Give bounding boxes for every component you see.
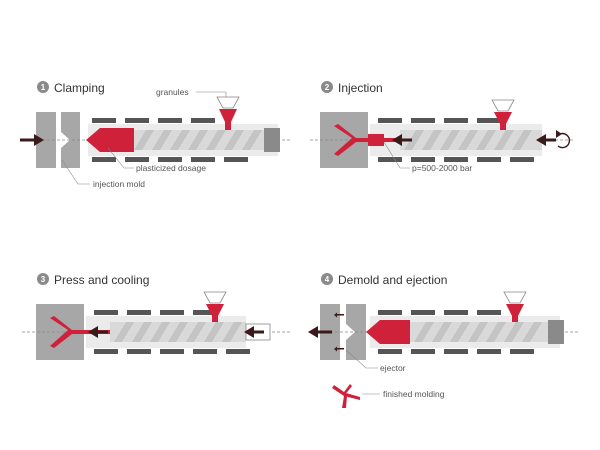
- step-1-barrel-cap: [264, 128, 280, 152]
- step-1-title: Clamping: [54, 81, 105, 95]
- step-1-hopper: [216, 96, 240, 130]
- step-1-number: 1: [41, 83, 46, 92]
- step-2-pressure-leader: [383, 141, 410, 169]
- step-2-badge: [321, 81, 333, 93]
- step-1-mold-leader: [61, 159, 90, 185]
- label-granules: granules: [156, 87, 189, 97]
- step-1-clamp-arrow: [20, 134, 44, 146]
- step-3-number: 3: [41, 275, 46, 284]
- step-3-title: Press and cooling: [54, 273, 149, 287]
- step-3-hopper: [203, 291, 227, 322]
- step-4-hopper: [503, 291, 527, 322]
- step-4-demold-and-ejection: 4 Demold and ejection: [308, 273, 578, 408]
- step-3-hold-arrow: [88, 326, 108, 338]
- step-2-title: Injection: [338, 81, 383, 95]
- step-1-plasticized-dosage: [86, 128, 134, 152]
- step-3-melt: [50, 316, 110, 348]
- step-1-granules-leader: [196, 91, 227, 97]
- rotation-icon: [557, 132, 571, 149]
- step-1-clamping: 1 Clamping: [20, 81, 290, 189]
- step-2-melt: [334, 124, 400, 156]
- step-3-badge: [37, 273, 49, 285]
- step-3-screw-flights: [114, 322, 242, 342]
- finished-molding-part: [332, 384, 360, 408]
- step-1-mold: [36, 112, 80, 168]
- step-2-inject-arrow: [392, 134, 412, 146]
- step-4-badge: [321, 273, 333, 285]
- step-4-plasticized-dosage: [366, 320, 410, 344]
- step-2-screw-flights: [404, 130, 532, 150]
- step-1-badge: [37, 81, 49, 93]
- step-1-heaters: [92, 118, 248, 162]
- step-1-dosage-leader: [107, 147, 134, 169]
- step-2-heaters: [378, 118, 534, 162]
- step-4-screw-flights: [414, 322, 542, 342]
- label-finished-molding: finished molding: [383, 389, 445, 399]
- step-4-ejector-pins: [334, 312, 344, 352]
- step-2-number: 2: [325, 83, 330, 92]
- step-3-push-arrow: [244, 326, 264, 338]
- step-4-number: 4: [325, 275, 330, 284]
- step-3-heaters: [94, 310, 250, 354]
- step-3-press-and-cooling: 3 Press and cooling: [22, 273, 290, 360]
- label-injection-mold: injection mold: [93, 179, 145, 189]
- step-4-heaters: [378, 310, 534, 354]
- rotation-arrowhead-icon: [556, 130, 562, 138]
- step-2-hopper: [491, 99, 515, 130]
- step-2-nozzle-melt: [368, 134, 384, 146]
- label-plasticized-dosage: plasticized dosage: [136, 163, 206, 173]
- label-ejector: ejector: [380, 363, 406, 373]
- step-2-push-arrow: [536, 134, 556, 146]
- step-4-open-arrow: [308, 326, 332, 338]
- step-4-barrel-cap: [548, 320, 564, 344]
- label-pressure: p=500-2000 bar: [412, 163, 472, 173]
- step-2-injection: 2 Injection: [310, 81, 575, 173]
- step-4-ejector-leader: [345, 349, 378, 369]
- step-1-screw-flights: [134, 130, 262, 150]
- step-4-title: Demold and ejection: [338, 273, 447, 287]
